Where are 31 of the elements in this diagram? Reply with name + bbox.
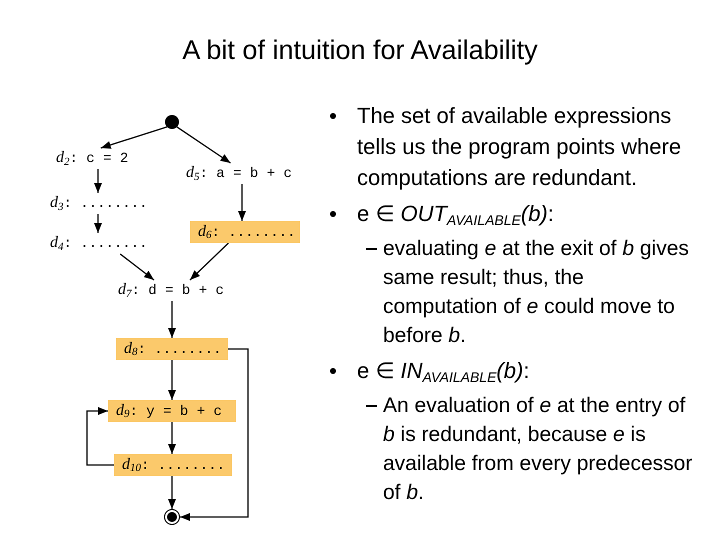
arrow xyxy=(168,422,176,454)
code-statement: d$_{4}$: ........ xyxy=(50,233,148,254)
code-statement: d$_{7}$: d = b + c xyxy=(118,280,224,301)
sub-bullet-text: An evaluation of e at the entry of b is redundant, because e is available from every predecessor of b. xyxy=(383,393,694,506)
highlight-box xyxy=(108,400,236,422)
highlight-box xyxy=(116,338,228,360)
arrow xyxy=(100,126,168,149)
arrow xyxy=(86,407,114,466)
bullet-text: The set of available expressions tells us the program points where computations are redundant. xyxy=(357,102,682,192)
arrow xyxy=(176,126,231,164)
code-statement: d$_{8}$: ........ xyxy=(124,338,222,360)
code-statement: d$_{2}$: c = 2 xyxy=(56,148,128,169)
arrow xyxy=(120,253,154,281)
code-statement: d$_{5}$: a = b + c xyxy=(186,163,292,184)
code-statement: d$_{10}$: ........ xyxy=(122,454,226,476)
arrow xyxy=(180,348,249,521)
arrow xyxy=(168,301,176,338)
bullet-text: e ∈ IN$_{AVAILABLE}$(b): xyxy=(357,357,530,386)
arrow xyxy=(238,184,246,221)
slide-title: A bit of intuition for Availability xyxy=(181,34,539,67)
arrow xyxy=(168,360,176,400)
arrow xyxy=(94,169,102,193)
code-statement: d$_{6}$: ........ xyxy=(198,222,296,242)
code-statement: d$_{9}$: y = b + c xyxy=(116,400,222,422)
highlight-box xyxy=(114,454,232,476)
bullet-text: e ∈ OUT$_{AVAILABLE}$(b): xyxy=(357,200,554,229)
code-statement: d$_{3}$: ........ xyxy=(50,193,148,214)
sub-bullet-text: evaluating e at the exit of b gives same result; thus, the computation of e could move to before b. xyxy=(383,236,690,349)
arrow xyxy=(168,476,176,509)
arrow xyxy=(190,242,229,280)
arrow xyxy=(94,214,102,233)
